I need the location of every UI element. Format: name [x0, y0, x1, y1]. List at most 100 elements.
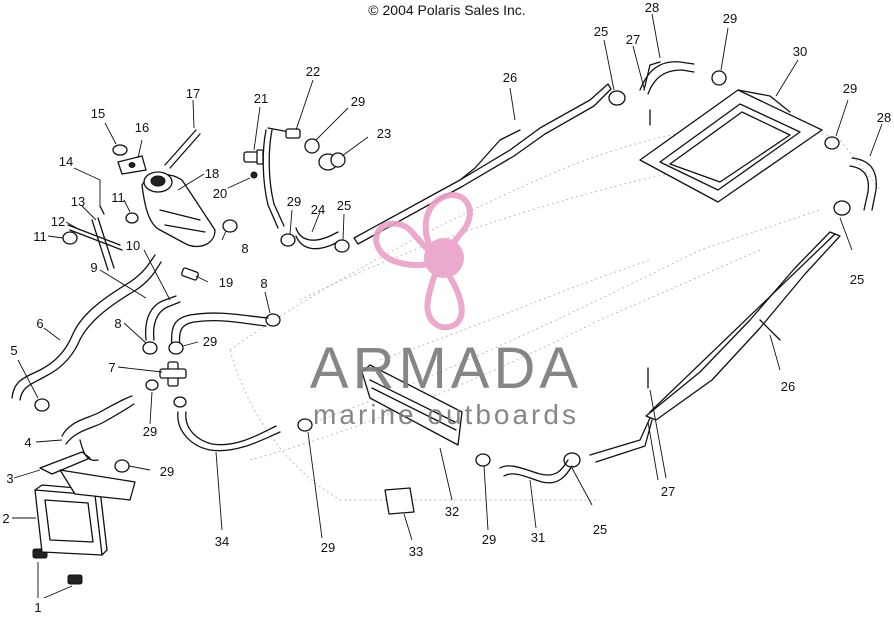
coolant-reservoir-part-18 [141, 171, 216, 248]
callout-4: 4 [24, 435, 31, 450]
callout-15: 15 [91, 106, 105, 121]
callout-25d: 25 [593, 522, 607, 537]
clamp-part-29f [145, 379, 159, 391]
callout-33: 33 [409, 544, 423, 559]
callout-25c: 25 [850, 272, 864, 287]
armada-watermark: ARMADA marine outboards [310, 192, 582, 430]
callout-30: 30 [793, 44, 807, 59]
clamp-part-23 [318, 152, 346, 171]
callout-29g: 29 [160, 464, 174, 479]
callout-26b: 26 [781, 379, 795, 394]
copyright-notice: © 2004 Polaris Sales Inc. [368, 2, 526, 18]
bracket-part-3 [39, 451, 136, 501]
callout-22: 22 [306, 64, 320, 79]
callout-29f: 29 [143, 424, 157, 439]
drain-line-part-27-lower [589, 367, 653, 463]
hose-part-6 [11, 254, 162, 401]
clamp-part-25c [833, 200, 851, 216]
callout-29e: 29 [203, 334, 217, 349]
washer-part-15 [112, 144, 128, 156]
clamp-part-29c [711, 70, 727, 86]
clamp-part-29b [280, 233, 296, 247]
clamp-part-8a [142, 341, 158, 355]
hose-part-31 [499, 459, 573, 484]
callout-20: 20 [213, 186, 227, 201]
callout-29a: 29 [351, 94, 365, 109]
callout-34: 34 [215, 534, 229, 549]
callout-1: 1 [34, 600, 41, 615]
callout-12: 12 [51, 214, 65, 229]
hose-part-28-right [849, 157, 877, 211]
clamp-part-29a [304, 138, 320, 154]
clamp-part-11a [62, 231, 78, 245]
heat-exchanger-plate-part-30 [639, 89, 823, 203]
clamp-part-29e [168, 341, 184, 355]
callout-19: 19 [219, 275, 233, 290]
callout-8a: 8 [114, 316, 121, 331]
callout-25a: 25 [337, 198, 351, 213]
callout-18: 18 [205, 166, 219, 181]
hose-part-28-upper [639, 61, 695, 95]
clamp-part-25a [334, 239, 350, 253]
callout-26a: 26 [503, 70, 517, 85]
heat-exchanger-part-2 [34, 484, 108, 556]
callout-29i: 29 [482, 532, 496, 547]
cooling-tube-part-26-upper [353, 83, 612, 245]
plug-part-20 [250, 171, 258, 179]
hull-outline [229, 125, 881, 501]
callout-11a: 11 [33, 229, 47, 244]
callout-27a: 27 [626, 32, 640, 47]
bracket-part-16 [117, 155, 147, 175]
watermark-brand: ARMADA [310, 336, 582, 401]
clamp-part-29d [824, 136, 840, 150]
propeller-logo-icon [372, 192, 473, 331]
clamp-part-11b [125, 212, 139, 224]
callout-25b: 25 [594, 24, 608, 39]
callout-23: 23 [377, 126, 391, 141]
callout-9: 9 [90, 260, 97, 275]
clamp-part-29g [114, 459, 130, 473]
callout-11b: 11 [111, 190, 125, 205]
clamp-part-8b [222, 219, 238, 233]
tube-part-13 [91, 217, 115, 271]
callout-14: 14 [59, 154, 73, 169]
callout-16: 16 [135, 120, 149, 135]
callout-28a: 28 [645, 0, 659, 15]
tee-fitting-part-7 [159, 361, 187, 387]
bracket-part-33 [384, 487, 415, 515]
callout-2: 2 [2, 511, 9, 526]
callout-21: 21 [254, 91, 268, 106]
callout-13: 13 [71, 194, 85, 209]
callout-8c: 8 [260, 276, 267, 291]
vent-hose-part-22 [262, 127, 301, 229]
callout-28b: 28 [877, 110, 891, 125]
clamp-part-25b [608, 90, 626, 106]
callout-29c: 29 [723, 11, 737, 26]
clamp-part-29h [297, 418, 313, 432]
callout-5: 5 [10, 343, 17, 358]
watermark-tagline: marine outboards [313, 399, 579, 430]
callout-27b: 27 [661, 484, 675, 499]
cooling-tube-part-26-lower [645, 231, 841, 421]
pin-part-14 [99, 205, 105, 215]
clamp-part-29j [173, 396, 187, 408]
callout-31: 31 [531, 530, 545, 545]
clamp-part-29i [475, 453, 491, 467]
rod-part-17 [164, 129, 201, 169]
fitting-part-19 [181, 267, 199, 281]
callout-29h: 29 [321, 540, 335, 555]
hose-part-10 [170, 312, 269, 347]
clamp-part-8c [265, 313, 281, 327]
drain-part-27-upper [643, 61, 661, 126]
clamp-part-5 [34, 398, 50, 412]
elbow-part-21 [243, 149, 264, 165]
callout-29b: 29 [287, 194, 301, 209]
hose-part-34 [177, 411, 281, 452]
callout-10: 10 [126, 238, 140, 253]
callout-7: 7 [108, 360, 115, 375]
callout-8b: 8 [241, 241, 248, 256]
callout-32: 32 [445, 504, 459, 519]
hose-part-4 [61, 395, 135, 462]
